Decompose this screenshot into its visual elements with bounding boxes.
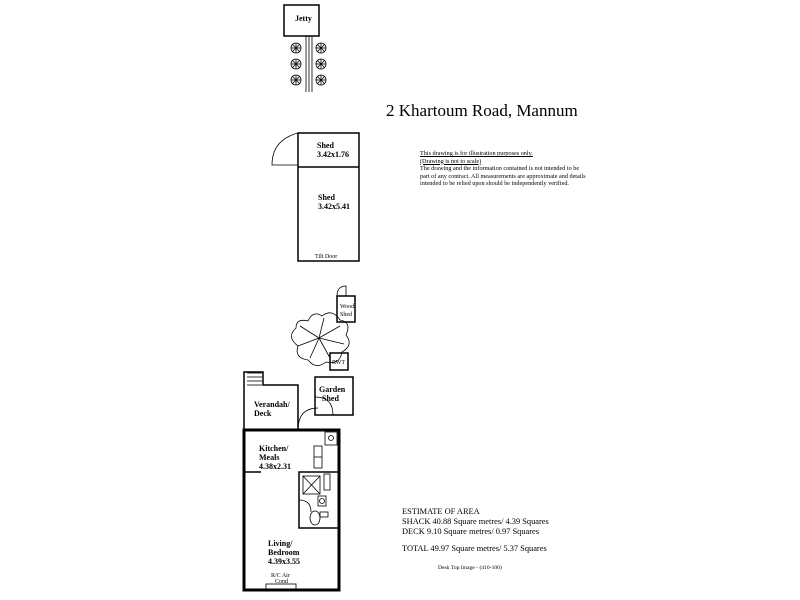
disclaimer-body: The drawing and the information containe… bbox=[420, 165, 586, 188]
rc-air-label-1: R/C Air bbox=[271, 573, 290, 579]
house-outline: Verandah/ Deck Kitchen/ Meals 4.38x2.31 … bbox=[242, 371, 341, 592]
footer-note: Desk Top Image - (410-100) bbox=[438, 565, 502, 571]
tilt-door-label: Tilt Door bbox=[315, 254, 337, 260]
shed-block: Shed 3.42x1.76 Shed 3.42x5.41 Tilt Door bbox=[271, 132, 360, 262]
kitchen-label-1: Kitchen/ bbox=[259, 444, 289, 453]
disclaimer-line-1: This drawing is for illustration purpose… bbox=[420, 150, 533, 157]
wood-shed: Wood Shed bbox=[336, 285, 356, 323]
area-deck: DECK 9.10 Square metres/ 0.97 Squares bbox=[402, 526, 540, 536]
wood-shed-label-1: Wood bbox=[340, 304, 354, 310]
verandah-label-1: Verandah/ bbox=[254, 400, 290, 409]
property-title: 2 Khartoum Road, Mannum bbox=[386, 101, 578, 120]
living-label-1: Living/ bbox=[268, 539, 293, 548]
verandah-label-2: Deck bbox=[254, 409, 272, 418]
disclaimer-line-2: (Drawing is not to scale) bbox=[420, 157, 482, 165]
large-tree-icon bbox=[291, 312, 350, 366]
area-estimate: ESTIMATE OF AREA SHACK 40.88 Square metr… bbox=[402, 507, 549, 554]
jetty: Jetty bbox=[283, 4, 320, 92]
garden-shed-label-2: Shed bbox=[322, 394, 339, 403]
living-label-2: Bedroom bbox=[268, 548, 300, 557]
shed-large-name: Shed bbox=[318, 193, 335, 202]
shed-small-name: Shed bbox=[317, 141, 334, 150]
shed-large-dims: 3.42x5.41 bbox=[318, 202, 350, 211]
rc-air-label-2: Cond bbox=[275, 579, 288, 585]
area-shack: SHACK 40.88 Square metres/ 4.39 Squares bbox=[402, 516, 549, 526]
rwt-label: RWT bbox=[332, 360, 345, 366]
living-dims: 4.39x3.55 bbox=[268, 557, 300, 566]
area-heading: ESTIMATE OF AREA bbox=[402, 507, 480, 516]
disclaimer: This drawing is for illustration purpose… bbox=[420, 150, 590, 188]
garden-shed-label-1: Garden bbox=[319, 385, 346, 394]
kitchen-label-2: Meals bbox=[259, 453, 279, 462]
rainwater-tank: RWT bbox=[329, 352, 349, 371]
kitchen-dims: 4.38x2.31 bbox=[259, 462, 291, 471]
area-total: TOTAL 49.97 Square metres/ 5.37 Squares bbox=[402, 544, 547, 554]
wood-shed-label-2: Shed bbox=[340, 312, 352, 318]
shed-small-dims: 3.42x1.76 bbox=[317, 150, 349, 159]
jetty-label: Jetty bbox=[295, 14, 312, 23]
garden-shed: Garden Shed bbox=[314, 376, 354, 416]
tree-icon bbox=[290, 42, 327, 86]
